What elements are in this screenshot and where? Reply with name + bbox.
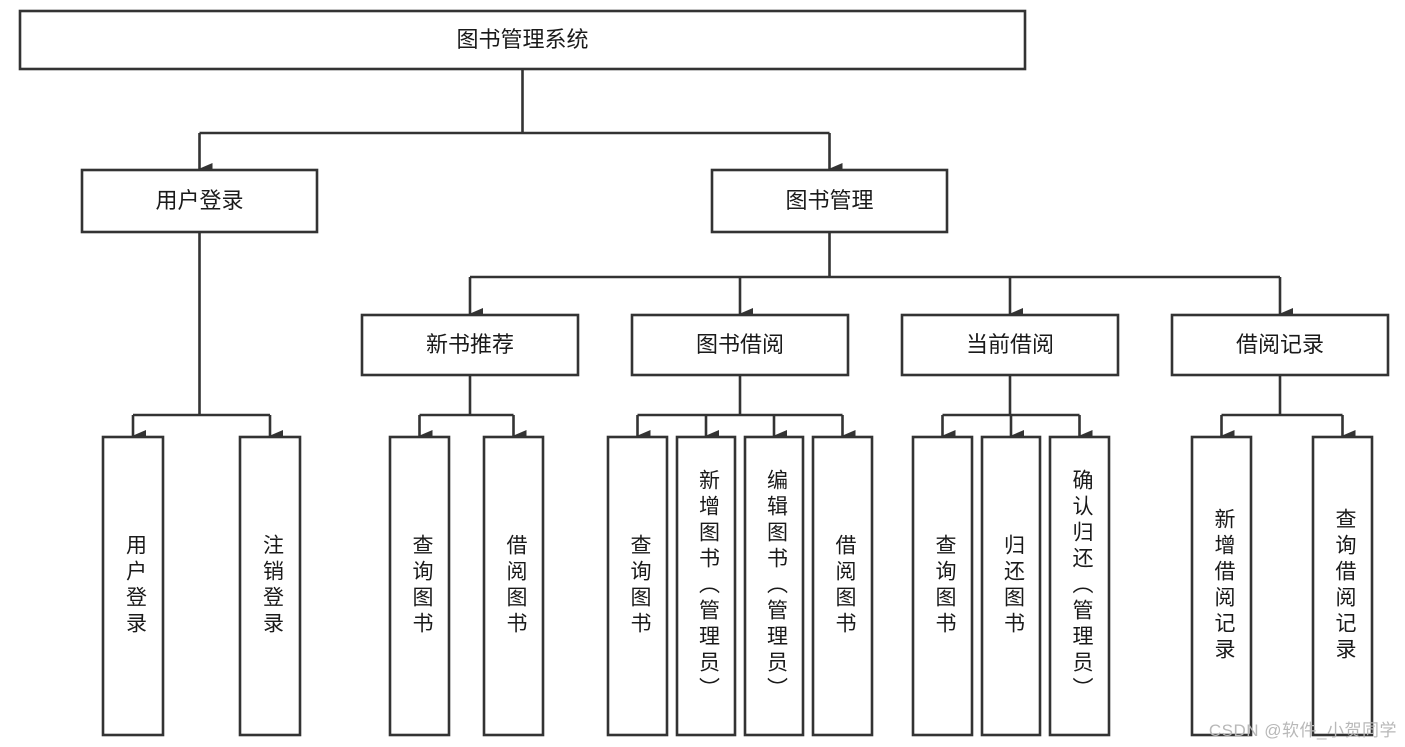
node-label-edit-book: 编辑图书（管理员） xyxy=(764,469,788,703)
node-box-root[interactable] xyxy=(18,9,1027,71)
node-label-current-borrow: 当前借阅 xyxy=(966,332,1054,357)
node-box-user-login[interactable] xyxy=(80,168,319,234)
node-box-query-book-3[interactable] xyxy=(911,435,974,737)
node-user-logout[interactable]: 注销登录 xyxy=(238,435,302,737)
node-box-borrow-book-2[interactable] xyxy=(811,435,874,737)
node-box-book-borrow[interactable] xyxy=(630,313,850,377)
node-label-add-book: 新增图书（管理员） xyxy=(696,469,720,703)
node-new-book-rec[interactable]: 新书推荐 xyxy=(360,313,580,377)
node-label-query-book-3: 查询图书 xyxy=(933,534,957,638)
node-boxes-layer: 图书管理系统用户登录用户登录注销登录图书管理新书推荐查询图书借阅图书图书借阅查询… xyxy=(18,9,1390,737)
node-return-book[interactable]: 归还图书 xyxy=(980,435,1042,737)
node-label-user-login-do: 用户登录 xyxy=(123,534,147,638)
node-book-manage[interactable]: 图书管理 xyxy=(710,168,949,234)
csdn-watermark: CSDN @软件_小贺同学 xyxy=(1208,721,1397,740)
node-label-confirm-return: 确认归还（管理员） xyxy=(1070,469,1094,703)
node-box-return-book[interactable] xyxy=(980,435,1042,737)
node-add-borrow-record[interactable]: 新增借阅记录 xyxy=(1190,435,1253,737)
node-box-user-login-do[interactable] xyxy=(101,435,165,737)
node-box-add-book[interactable] xyxy=(675,435,737,737)
node-label-book-borrow: 图书借阅 xyxy=(696,332,784,357)
node-label-new-book-rec: 新书推荐 xyxy=(426,332,514,357)
node-label-user-login: 用户登录 xyxy=(155,188,243,213)
node-box-borrow-book-1[interactable] xyxy=(482,435,545,737)
node-label-query-book-1: 查询图书 xyxy=(410,534,434,638)
node-label-add-borrow-record: 新增借阅记录 xyxy=(1212,508,1236,664)
connector-lines-layer xyxy=(131,69,1356,442)
node-box-edit-book[interactable] xyxy=(743,435,805,737)
node-box-query-book-2[interactable] xyxy=(606,435,669,737)
node-box-borrow-record[interactable] xyxy=(1170,313,1390,377)
node-borrow-record[interactable]: 借阅记录 xyxy=(1170,313,1390,377)
node-box-current-borrow[interactable] xyxy=(900,313,1120,377)
node-label-borrow-book-2: 借阅图书 xyxy=(833,534,857,638)
node-label-borrow-book-1: 借阅图书 xyxy=(504,534,528,638)
node-current-borrow[interactable]: 当前借阅 xyxy=(900,313,1120,377)
node-box-query-book-1[interactable] xyxy=(388,435,451,737)
node-label-book-manage: 图书管理 xyxy=(785,188,873,213)
node-label-return-book: 归还图书 xyxy=(1001,534,1025,638)
node-query-book-2[interactable]: 查询图书 xyxy=(606,435,669,737)
node-label-query-borrow-record: 查询借阅记录 xyxy=(1333,508,1357,664)
node-query-borrow-record[interactable]: 查询借阅记录 xyxy=(1311,435,1374,737)
node-user-login-do[interactable]: 用户登录 xyxy=(101,435,165,737)
node-add-book[interactable]: 新增图书（管理员） xyxy=(675,435,737,737)
node-confirm-return[interactable]: 确认归还（管理员） xyxy=(1048,435,1111,737)
node-user-login[interactable]: 用户登录 xyxy=(80,168,319,234)
node-label-query-book-2: 查询图书 xyxy=(628,534,652,638)
node-box-user-logout[interactable] xyxy=(238,435,302,737)
node-root[interactable]: 图书管理系统 xyxy=(18,9,1027,71)
node-label-borrow-record: 借阅记录 xyxy=(1236,332,1324,357)
node-book-borrow[interactable]: 图书借阅 xyxy=(630,313,850,377)
node-box-new-book-rec[interactable] xyxy=(360,313,580,377)
node-query-book-1[interactable]: 查询图书 xyxy=(388,435,451,737)
node-edit-book[interactable]: 编辑图书（管理员） xyxy=(743,435,805,737)
node-box-confirm-return[interactable] xyxy=(1048,435,1111,737)
node-borrow-book-2[interactable]: 借阅图书 xyxy=(811,435,874,737)
node-label-root: 图书管理系统 xyxy=(456,27,588,52)
node-box-query-borrow-record[interactable] xyxy=(1311,435,1374,737)
node-borrow-book-1[interactable]: 借阅图书 xyxy=(482,435,545,737)
node-box-add-borrow-record[interactable] xyxy=(1190,435,1253,737)
node-label-user-logout: 注销登录 xyxy=(260,534,284,638)
node-box-book-manage[interactable] xyxy=(710,168,949,234)
node-query-book-3[interactable]: 查询图书 xyxy=(911,435,974,737)
